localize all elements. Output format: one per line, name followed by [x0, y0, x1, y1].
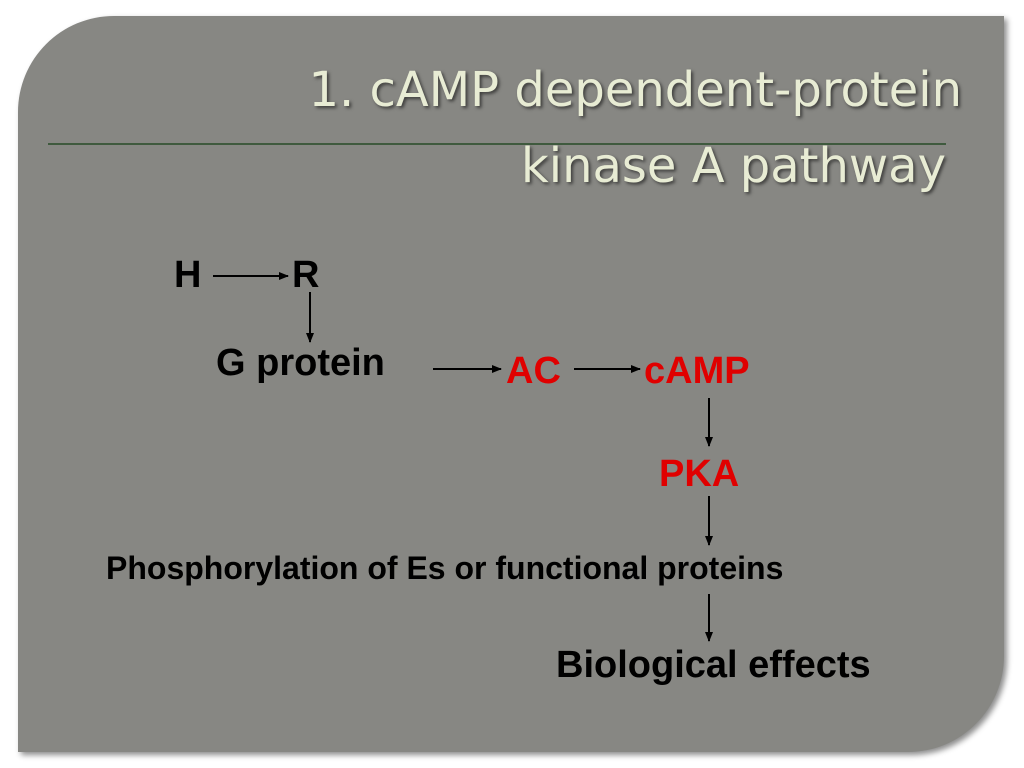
title-line-2: kinase A pathway — [520, 138, 946, 194]
node-hormone: H — [174, 254, 202, 296]
slide-background — [18, 16, 1004, 752]
node-receptor: R — [292, 254, 320, 296]
node-pka: PKA — [659, 453, 740, 495]
node-camp: cAMP — [644, 350, 750, 392]
node-phosphorylation: Phosphorylation of Es or functional prot… — [106, 550, 784, 586]
node-biological-effects: Biological effects — [556, 644, 871, 686]
node-adenylate-cyclase: AC — [506, 350, 561, 392]
node-g-protein: G protein — [216, 342, 385, 384]
title-divider — [48, 143, 946, 145]
title-line-1: 1. cAMP dependent-protein — [308, 62, 962, 118]
